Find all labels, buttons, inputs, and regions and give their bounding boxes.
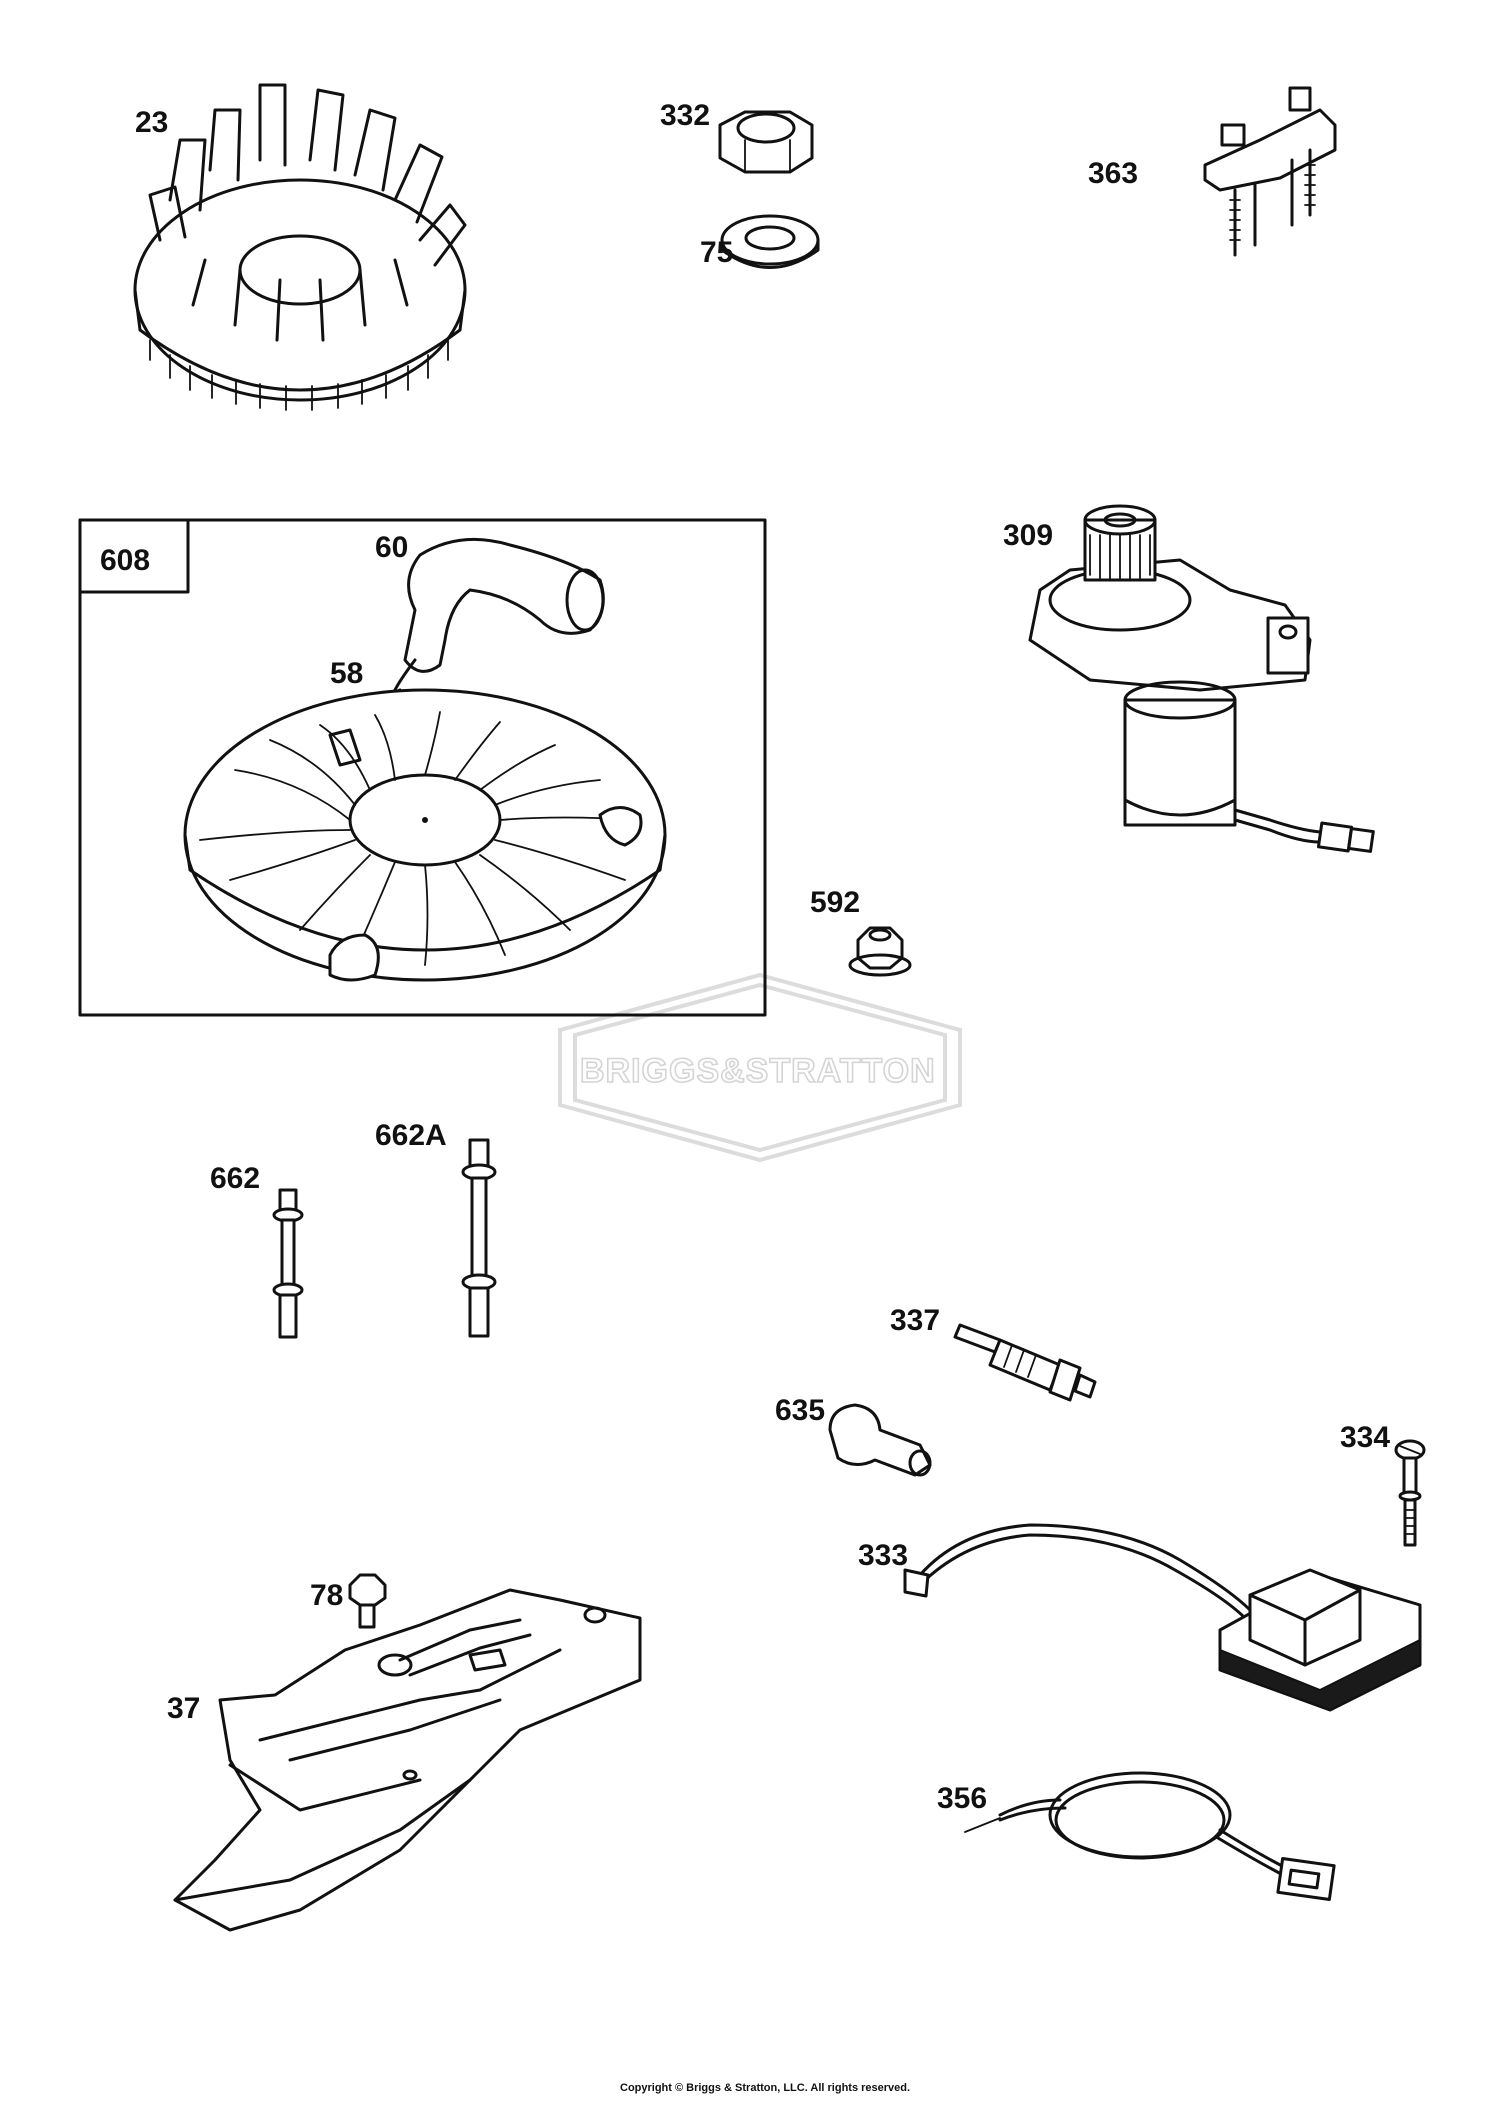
spark-plug-part xyxy=(953,1323,1097,1402)
callout-662: 662 xyxy=(210,1162,260,1195)
assembly-608-label-box xyxy=(78,518,190,594)
callout-635: 635 xyxy=(775,1394,825,1427)
callout-337: 337 xyxy=(890,1304,940,1337)
callout-58: 58 xyxy=(330,657,363,690)
flange-nut-part xyxy=(848,926,912,977)
screw-78-part xyxy=(348,1573,387,1629)
starter-motor-part xyxy=(1028,504,1375,853)
callout-592: 592 xyxy=(810,886,860,919)
flywheel-part xyxy=(133,83,467,411)
watermark-logo: BRIGGS&STRATTON xyxy=(558,972,962,1163)
spark-plug-boot-part xyxy=(828,1403,932,1477)
callout-662a: 662A xyxy=(375,1119,447,1152)
ignition-armature-part xyxy=(903,1523,1422,1712)
shield-part xyxy=(173,1588,642,1932)
watermark-text: BRIGGS&STRATTON xyxy=(580,1052,936,1090)
callout-37: 37 xyxy=(167,1692,200,1725)
stud-662-part xyxy=(272,1188,304,1339)
callout-78: 78 xyxy=(310,1579,343,1612)
callout-356: 356 xyxy=(937,1782,987,1815)
callout-334: 334 xyxy=(1340,1421,1390,1454)
stud-662a-part xyxy=(461,1138,497,1338)
callout-75: 75 xyxy=(700,236,733,269)
callout-60: 60 xyxy=(375,531,408,564)
bracket-part xyxy=(1203,86,1337,257)
screw-part xyxy=(1394,1439,1426,1547)
washer-part xyxy=(720,214,820,269)
wire-harness-part xyxy=(964,1771,1336,1901)
callout-608: 608 xyxy=(100,544,150,577)
copyright-notice: Copyright © Briggs & Stratton, LLC. All … xyxy=(620,2082,910,2094)
recoil-starter-part xyxy=(183,688,667,982)
callout-309: 309 xyxy=(1003,519,1053,552)
callout-363: 363 xyxy=(1088,157,1138,190)
starter-handle-part xyxy=(393,537,605,692)
nut-part xyxy=(718,110,814,174)
callout-333: 333 xyxy=(858,1539,908,1572)
callout-23: 23 xyxy=(135,106,168,139)
assembly-608-frame xyxy=(78,518,767,1017)
callout-332: 332 xyxy=(660,99,710,132)
